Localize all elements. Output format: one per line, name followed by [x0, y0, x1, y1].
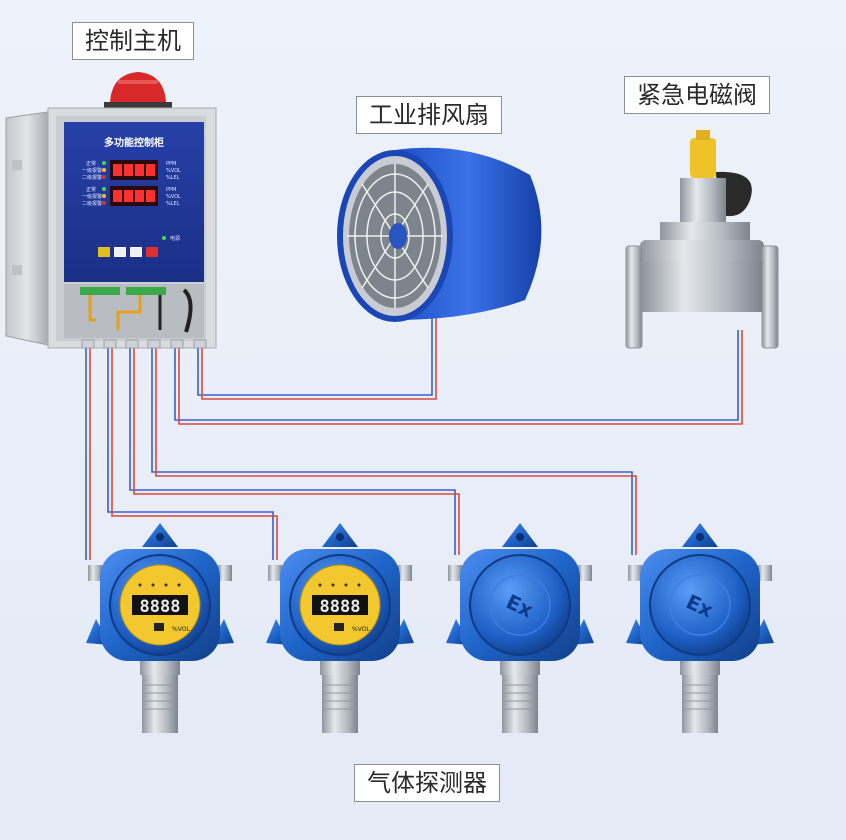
led-indicators	[102, 161, 106, 205]
unit-ppm: %LEL	[166, 175, 180, 181]
controller-label: 控制主机	[72, 22, 194, 60]
detector-unit: %VOL	[352, 626, 370, 633]
row-label-alarm2-2: 二级报警	[82, 200, 102, 207]
gas-detector-1: 8888 %VOL	[86, 523, 234, 733]
beacon-base	[104, 102, 172, 110]
power-label: 电源	[170, 235, 180, 242]
detectors-label: 气体探测器	[354, 764, 500, 802]
gas-detector-2: 8888 %VOL	[266, 523, 414, 733]
valve-label: 紧急电磁阀	[624, 76, 770, 114]
detector-digits: 8888	[320, 597, 361, 617]
unit-ppm-2: %LEL	[166, 201, 180, 207]
controller-cabinet: 多功能控制柜 正常 一级报警 二级报警 正常 一级报警 二级报警 PPM %VO…	[5, 72, 217, 349]
unit-lel-2: PPM	[166, 187, 176, 193]
gas-detector-3: Ex	[446, 523, 594, 733]
row-label-alarm1: 一级报警	[82, 167, 102, 174]
valve-cap	[690, 138, 716, 178]
row-label-alarm2: 二级报警	[82, 174, 102, 181]
fan-label: 工业排风扇	[356, 96, 502, 134]
gas-detector-4: Ex	[626, 523, 774, 733]
row-label-normal-2: 正常	[86, 186, 96, 193]
wiring	[85, 300, 743, 560]
unit-vol: %VOL	[166, 168, 181, 174]
row-label-normal: 正常	[86, 160, 96, 167]
row-label-alarm1-2: 一级报警	[82, 193, 102, 200]
power-led-icon	[162, 236, 166, 240]
panel-buttons	[98, 247, 158, 257]
unit-lel: PPM	[166, 161, 176, 167]
cable-glands	[81, 339, 207, 349]
detector-unit: %VOL	[172, 626, 190, 633]
unit-vol-2: %VOL	[166, 194, 181, 200]
industrial-fan	[337, 147, 542, 322]
solenoid-valve	[625, 130, 779, 349]
alarm-beacon-icon	[110, 72, 166, 102]
detector-digits: 8888	[140, 597, 181, 617]
panel-title: 多功能控制柜	[104, 136, 164, 149]
